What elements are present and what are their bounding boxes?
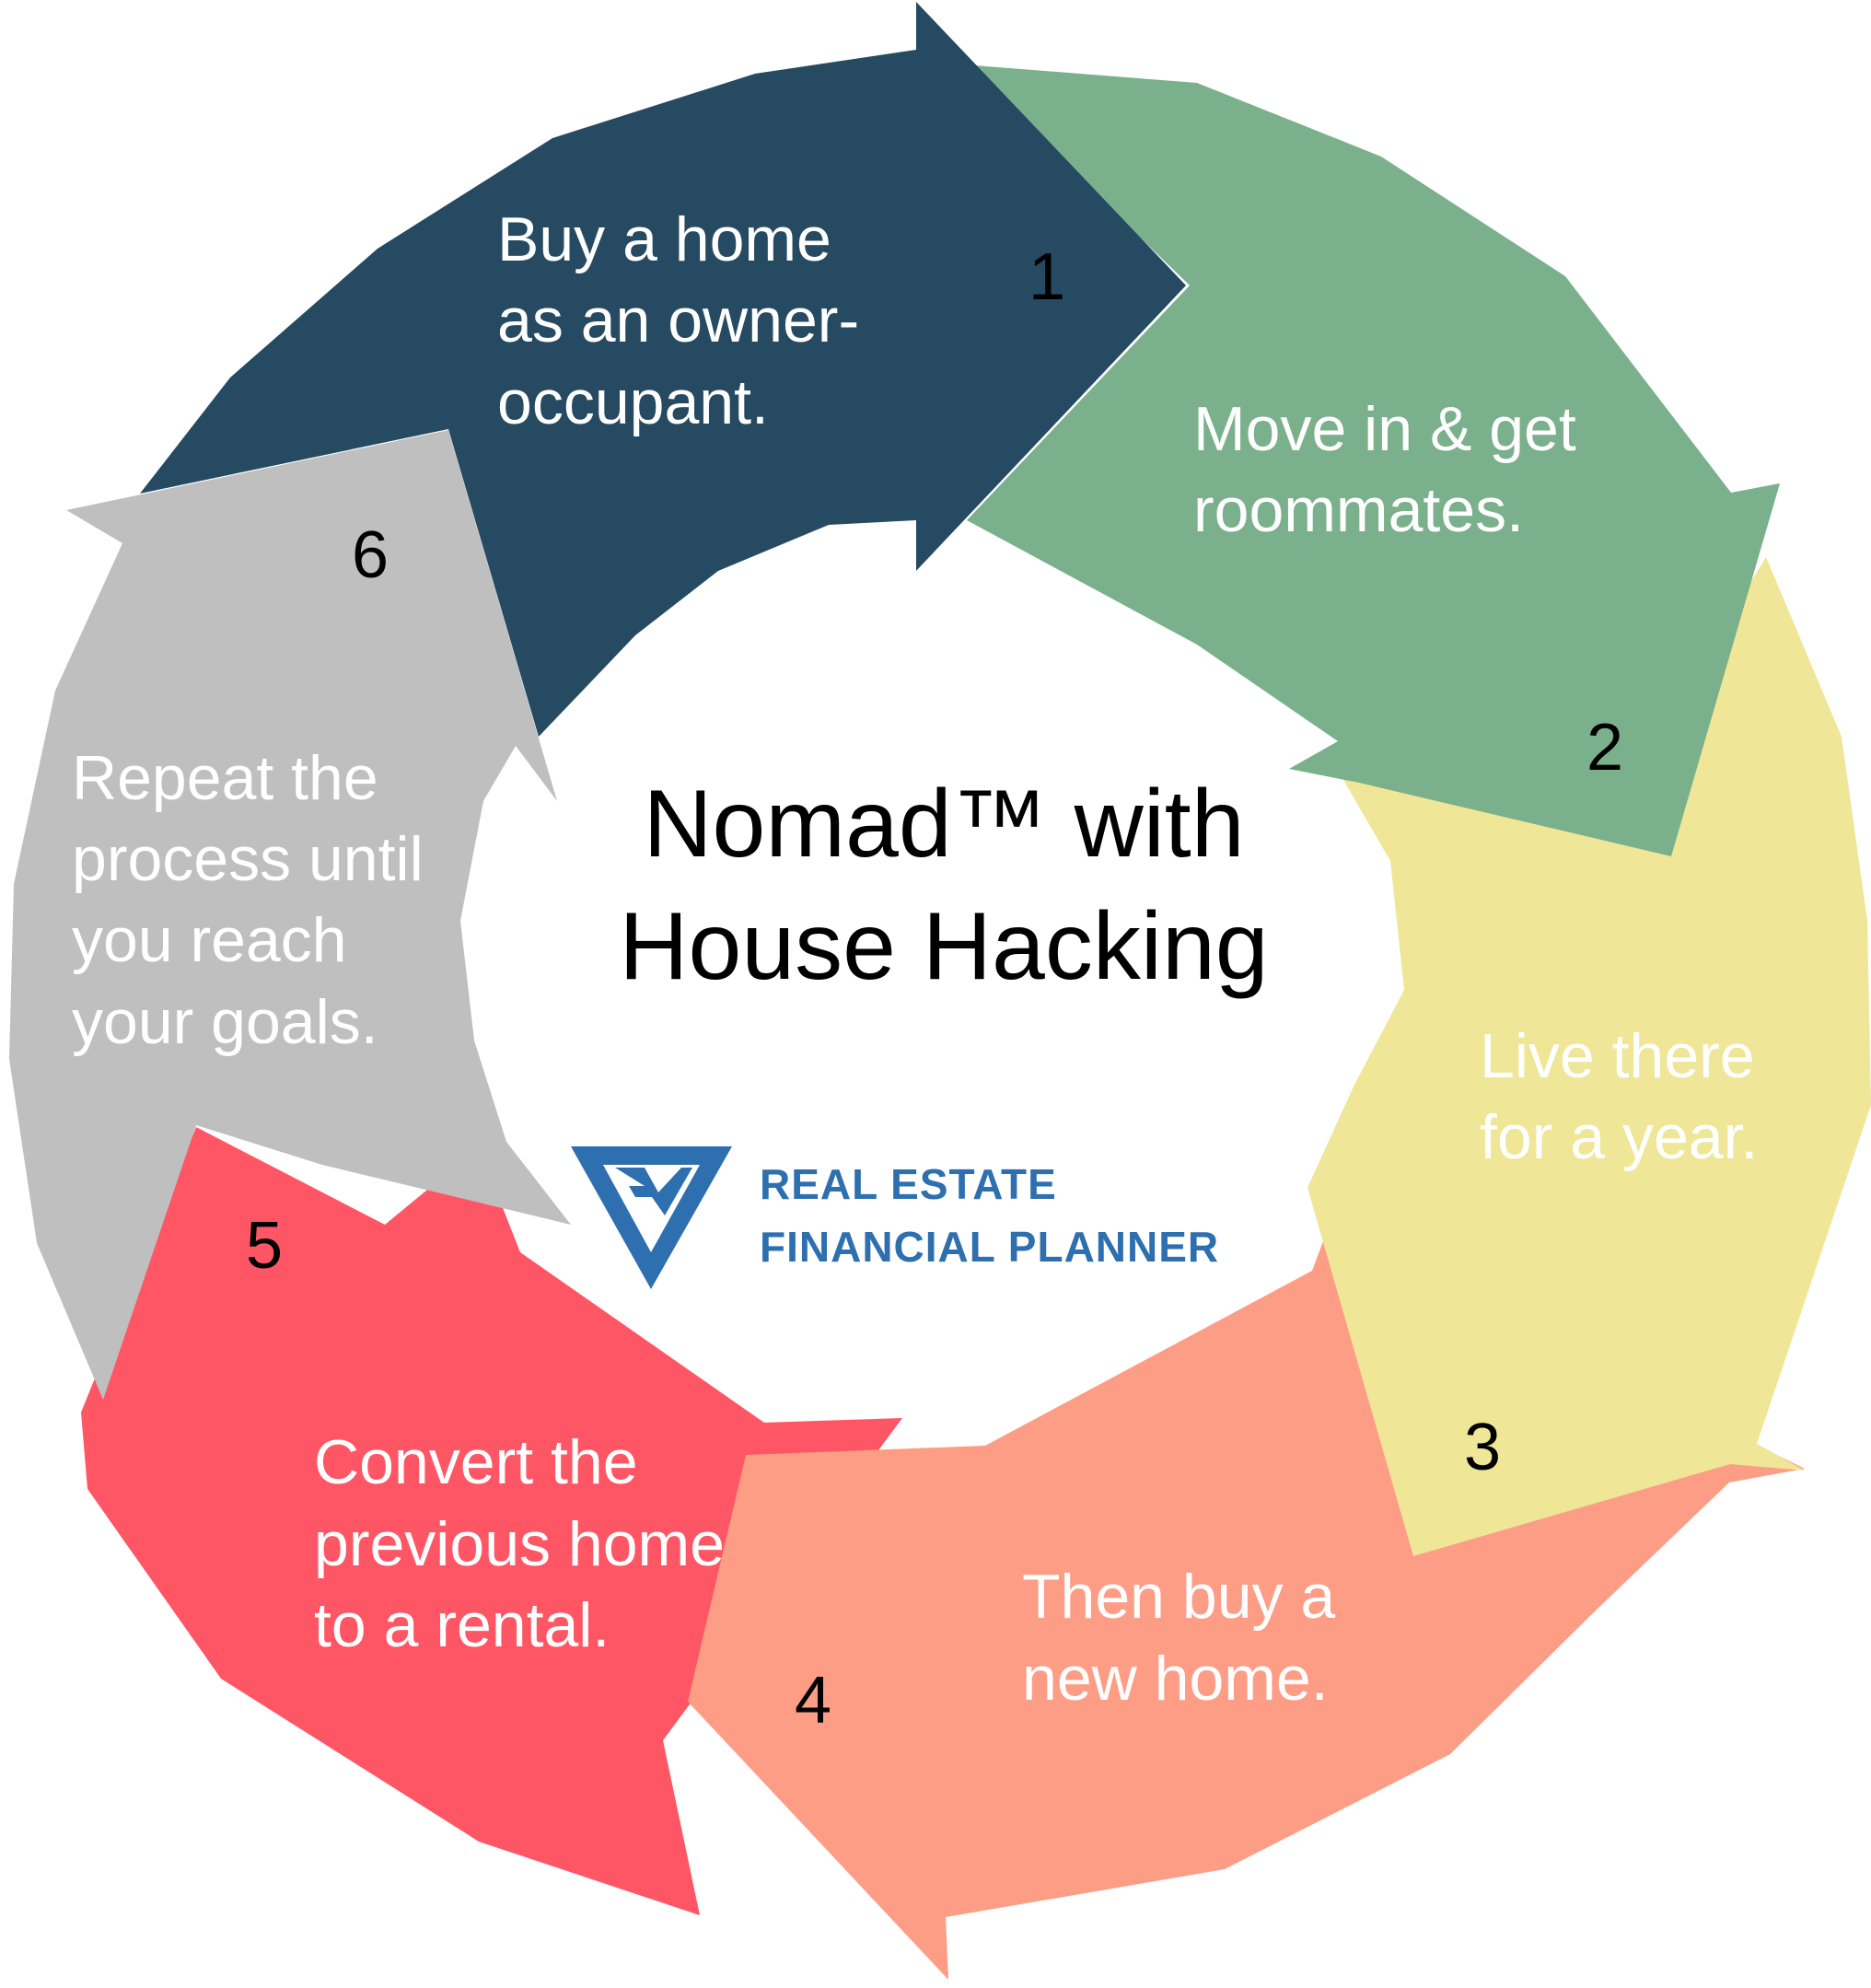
- arrow-segment-3: [1307, 557, 1871, 1556]
- arrow-segment-5: [81, 1127, 902, 1915]
- step-1-text-line-1: Buy a home: [497, 204, 831, 274]
- step-6-text-line-1: Repeat the: [72, 743, 378, 813]
- step-3-text-line-2: for a year.: [1480, 1102, 1758, 1172]
- logo-text-line-1: REAL ESTATE: [760, 1160, 1057, 1208]
- step-5-text-line-3: to a rental.: [314, 1590, 610, 1660]
- step-5-number: 5: [246, 1209, 283, 1283]
- step-6: 6 Repeat the process until you reach you…: [72, 518, 424, 1057]
- arrow-segment-6: [9, 430, 571, 1400]
- step-6-text-line-3: you reach: [72, 905, 347, 975]
- step-6-text-line-4: your goals.: [72, 987, 378, 1057]
- step-3-number: 3: [1464, 1411, 1501, 1484]
- logo-monogram-icon: [615, 1168, 692, 1215]
- arrow-segment-1: [140, 2, 1186, 737]
- step-4-text-line-2: new home.: [1022, 1644, 1329, 1714]
- step-6-text-line-2: process until: [72, 824, 424, 894]
- step-5-text-line-2: previous home: [314, 1509, 725, 1579]
- step-2: 2 Move in & get roommates.: [1193, 394, 1623, 785]
- step-1: 1 Buy a home as an owner- occupant.: [497, 204, 1065, 437]
- step-1-number: 1: [1028, 240, 1065, 314]
- logo-triangle-icon: [571, 1146, 732, 1289]
- step-2-number: 2: [1586, 711, 1623, 785]
- arrow-segment-2: [962, 64, 1780, 856]
- real-estate-financial-planner-logo: REAL ESTATE FINANCIAL PLANNER: [571, 1146, 1219, 1289]
- step-1-text-line-3: occupant.: [497, 367, 769, 437]
- step-4: 4 Then buy a new home.: [795, 1562, 1335, 1738]
- step-4-text-line-1: Then buy a: [1022, 1562, 1335, 1632]
- diagram-title-line-1: Nomad™ with: [643, 771, 1244, 878]
- diagram-title-line-2: House Hacking: [619, 893, 1268, 1000]
- step-2-text-line-1: Move in & get: [1193, 394, 1576, 464]
- step-3-text-line-1: Live there: [1480, 1021, 1755, 1091]
- step-6-number: 6: [352, 518, 389, 592]
- logo-text-line-2: FINANCIAL PLANNER: [760, 1223, 1219, 1271]
- step-5: 5 Convert the previous home to a rental.: [246, 1209, 725, 1660]
- step-1-text-line-2: as an owner-: [497, 285, 859, 355]
- step-3: 3 Live there for a year.: [1464, 1021, 1758, 1484]
- step-4-number: 4: [795, 1664, 831, 1738]
- step-2-text-line-2: roommates.: [1193, 475, 1524, 545]
- step-5-text-line-1: Convert the: [314, 1427, 638, 1497]
